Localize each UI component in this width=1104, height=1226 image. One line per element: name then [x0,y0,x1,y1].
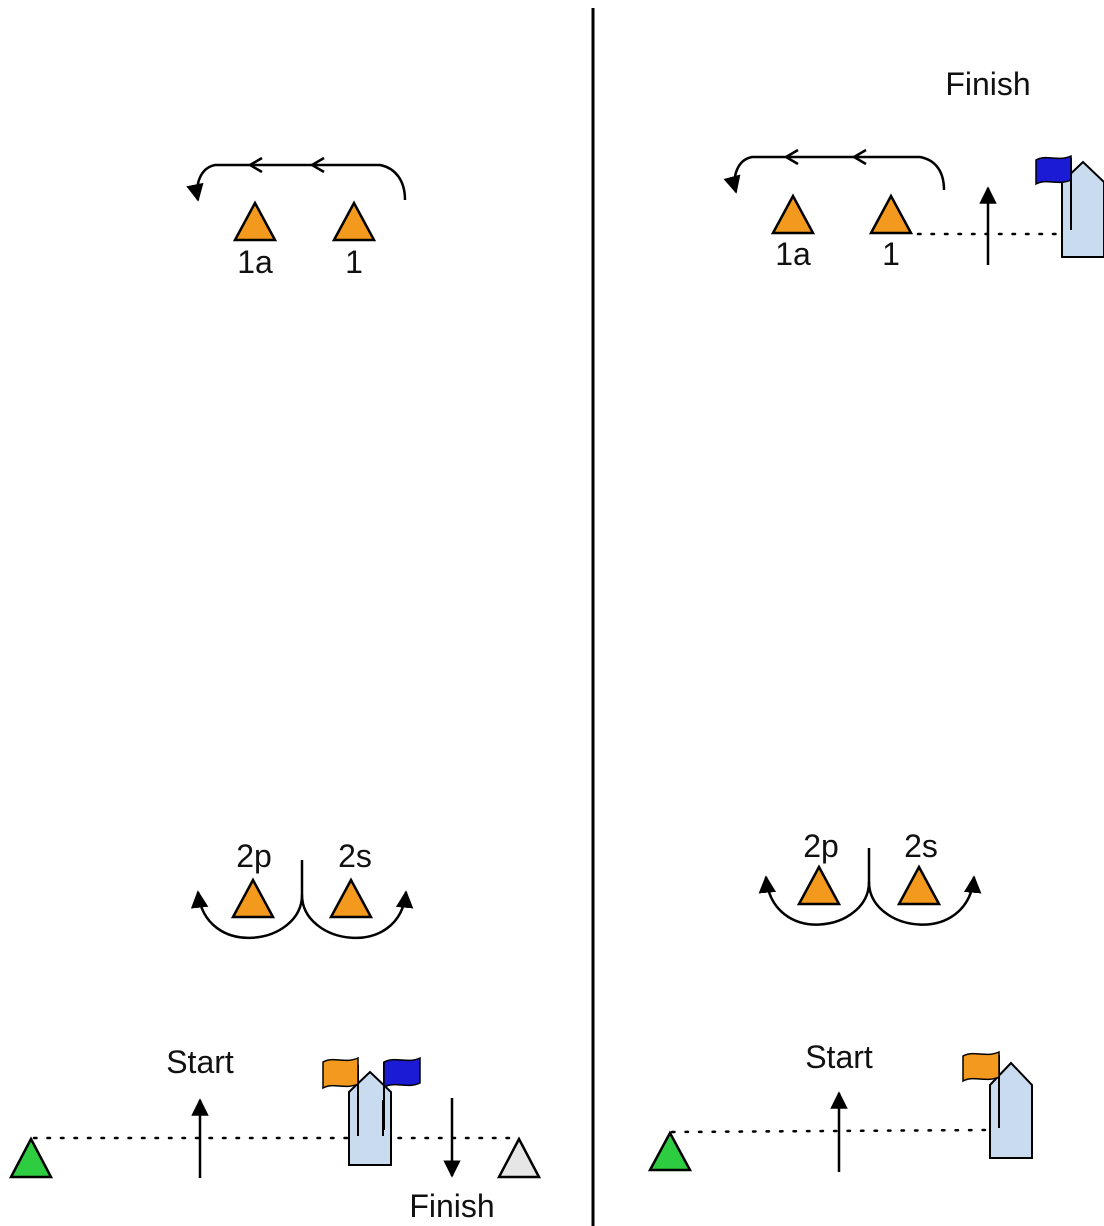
right-top-path-chevron-1 [783,148,799,166]
left-mark-2s-triangle [328,877,374,919]
left-mark-1a-triangle [232,200,278,242]
left-start-pin-green [8,1136,54,1179]
left-mark-1-label: 1 [345,244,363,280]
right-mark-2s-triangle [896,864,942,906]
left-top-path-chevron-1 [247,156,263,174]
right-orange-flag [962,1050,1000,1128]
left-gate-starboard-rounding [300,890,414,940]
right-start-label: Start [805,1039,873,1075]
left-course: 1a 1 2p 2s Start Finish [8,156,542,1224]
left-mark-2s-label: 2s [338,838,372,874]
right-gate-port-rounding [758,848,871,926]
left-blue-flag [383,1056,421,1130]
left-gate-port-rounding [190,860,304,940]
left-start-label: Start [166,1044,234,1080]
left-orange-flag [322,1056,359,1130]
right-start-pin-green [647,1130,693,1172]
right-start-line [670,1128,992,1134]
left-top-path-chevron-2 [309,156,325,174]
right-mark-2s-label: 2s [904,828,938,864]
left-mark-2p-triangle [230,877,276,919]
right-mark-1a-label: 1a [775,236,811,272]
left-finish-label: Finish [409,1188,494,1224]
left-mark-1-triangle [331,200,377,242]
right-course: Finish 1a 1 2p 2s Start [647,66,1104,1172]
right-blue-flag [1035,154,1072,230]
right-mark-1a-triangle [770,193,816,235]
right-mark-1-triangle [868,193,914,235]
right-mark-2p-triangle [796,864,842,906]
right-mark-1-label: 1 [882,236,900,272]
right-finish-label: Finish [945,66,1030,102]
left-mark-1a-label: 1a [237,244,273,280]
right-gate-starboard-rounding [867,875,982,926]
left-finish-pin-white [496,1136,542,1179]
right-top-rounding-path [723,155,946,194]
right-mark-2p-label: 2p [803,828,839,864]
left-mark-2p-label: 2p [236,838,272,874]
right-top-path-chevron-2 [851,148,867,166]
left-top-rounding-path [186,163,407,202]
